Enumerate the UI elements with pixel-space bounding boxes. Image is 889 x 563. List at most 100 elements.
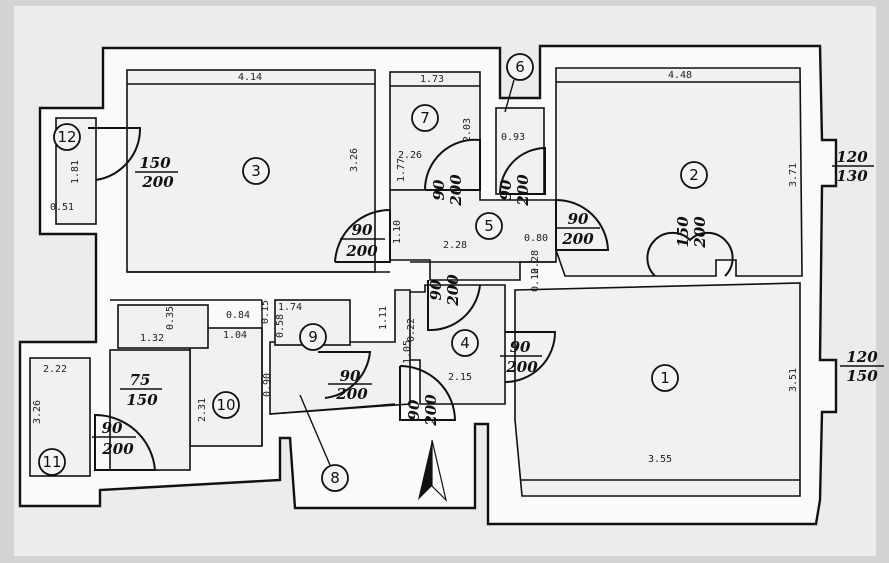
dim-room-11-depth: 3.26 (32, 400, 43, 424)
dim-room-7-width: 1.73 (420, 74, 444, 85)
door-label-3: 90 200 (340, 221, 385, 260)
dim-room-4-step: 1.11 (378, 306, 389, 330)
dim-room-4-side: 1.05 (402, 340, 413, 364)
room-marker-1: 1 (651, 364, 679, 392)
svg-text:11: 11 (42, 453, 61, 471)
door-label-6: 90 200 (497, 174, 532, 207)
door-swing-8 (399, 365, 457, 421)
dim-room-1-depth: 3.51 (788, 368, 799, 392)
svg-text:90: 90 (568, 210, 589, 228)
dim-room-10-inner: 0.84 (226, 310, 250, 321)
dim-room-3-width: 4.14 (238, 72, 262, 83)
dim-room-7-side: 1.77 (396, 158, 407, 182)
svg-text:90: 90 (102, 419, 123, 437)
svg-text:200: 200 (447, 174, 465, 207)
door-swing-9 (318, 351, 372, 399)
door-label-4: 90 200 (427, 274, 462, 307)
window-label-1: 120 150 (840, 348, 884, 385)
svg-text:200: 200 (141, 173, 174, 191)
svg-text:130: 130 (836, 167, 868, 185)
svg-text:200: 200 (514, 174, 532, 207)
door-label-12: 150 200 (135, 154, 178, 191)
door-label-5: 90 200 (556, 210, 600, 248)
dim-room-9-width: 1.74 (278, 302, 302, 313)
svg-text:200: 200 (691, 216, 709, 249)
dim-room-4-width: 2.15 (448, 372, 472, 383)
dim-room-7-depth: 2.03 (462, 118, 473, 142)
room-marker-9: 9 (299, 323, 327, 351)
dim-room-5-depth: 1.10 (392, 220, 403, 244)
leader-line-8 (299, 394, 331, 466)
svg-text:90: 90 (427, 279, 445, 300)
door-label-7: 90 200 (430, 174, 465, 207)
dim-room-1-width: 3.55 (648, 454, 672, 465)
dim-room-8-depth: 0.90 (262, 373, 273, 397)
dim-room-12-depth: 1.81 (70, 160, 81, 184)
room-7 (389, 71, 481, 191)
dim-room-5-niche: 0.12 (530, 268, 541, 292)
svg-text:1: 1 (660, 369, 670, 387)
svg-text:200: 200 (335, 385, 368, 403)
window-label-2: 120 130 (832, 148, 874, 185)
svg-text:200: 200 (422, 394, 440, 427)
door-label-9: 90 200 (328, 367, 372, 403)
svg-text:90: 90 (352, 221, 373, 239)
svg-text:75: 75 (130, 371, 151, 389)
dim-room-2-depth: 3.71 (788, 163, 799, 187)
svg-text:10: 10 (216, 396, 235, 414)
dim-room-5-width: 2.28 (443, 240, 467, 251)
wall-line (269, 403, 396, 415)
door-swing-2 (646, 231, 734, 277)
door-swing-1 (504, 331, 557, 383)
svg-text:150: 150 (674, 216, 692, 248)
room-marker-10: 10 (212, 391, 240, 419)
room-10-niche (117, 304, 209, 349)
svg-text:200: 200 (101, 440, 134, 458)
svg-text:90: 90 (510, 338, 531, 356)
dim-room-11-width: 2.22 (43, 364, 67, 375)
svg-text:120: 120 (836, 148, 868, 166)
svg-text:5: 5 (484, 217, 494, 235)
room-marker-8: 8 (321, 464, 349, 492)
door-label-10: 75 150 (120, 371, 162, 409)
door-label-11: 90 200 (92, 419, 136, 458)
leader-line-6 (504, 79, 515, 113)
svg-text:150: 150 (126, 391, 158, 409)
svg-text:120: 120 (846, 348, 878, 366)
svg-text:200: 200 (444, 274, 462, 307)
door-swing-5 (555, 199, 610, 251)
svg-text:200: 200 (345, 242, 378, 260)
door-label-1: 90 200 (500, 338, 542, 376)
room-marker-4: 4 (451, 329, 479, 357)
door-swing-7 (423, 138, 481, 191)
dim-room-7-inner: 2.26 (398, 150, 422, 161)
dim-room-6-width: 0.93 (501, 132, 525, 143)
dim-room-10-depth: 2.31 (197, 398, 208, 422)
svg-text:90: 90 (405, 399, 423, 420)
dim-room-3-depth: 3.26 (349, 148, 360, 172)
dim-room-2-width: 4.48 (668, 70, 692, 81)
dim-room-10-top: 1.04 (223, 330, 247, 341)
room-marker-5: 5 (475, 212, 503, 240)
dim-room-4-wall: 0.22 (406, 318, 417, 342)
room-marker-2: 2 (680, 161, 708, 189)
room-marker-11: 11 (38, 448, 66, 476)
svg-text:150: 150 (139, 154, 171, 172)
door-label-8: 90 200 (405, 394, 440, 427)
svg-text:200: 200 (505, 358, 538, 376)
svg-text:12: 12 (57, 128, 76, 146)
dim-room-5-side: 0.80 (524, 233, 548, 244)
door-swing-3 (334, 208, 391, 263)
svg-text:150: 150 (846, 367, 878, 385)
dim-room-12-width: 0.51 (50, 202, 74, 213)
svg-text:7: 7 (420, 109, 430, 127)
svg-text:200: 200 (561, 230, 594, 248)
svg-text:90: 90 (497, 179, 515, 200)
svg-text:2: 2 (689, 166, 699, 184)
svg-text:6: 6 (515, 58, 525, 76)
dim-room-9-depth: 0.58 (275, 314, 286, 338)
door-label-2: 150 200 (674, 216, 709, 249)
room-marker-6: 6 (506, 53, 534, 81)
svg-text:3: 3 (251, 162, 261, 180)
